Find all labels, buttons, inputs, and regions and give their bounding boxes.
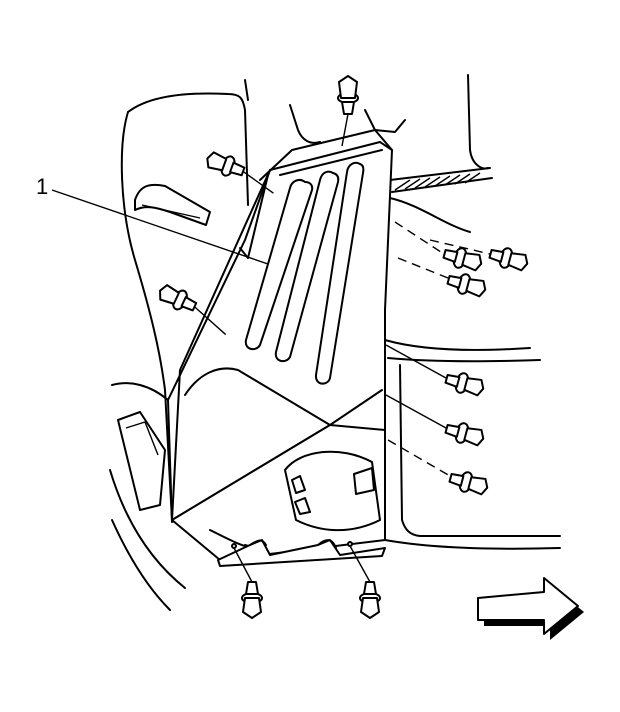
push-pin-retainer-icon <box>446 273 487 298</box>
retainer-clips <box>159 75 529 619</box>
push-pin-retainer-icon <box>159 284 227 336</box>
push-pin-retainer-icon <box>206 151 274 194</box>
push-pin-retainer-icon <box>488 247 529 272</box>
push-pin-retainer-icon <box>442 247 483 272</box>
callout-1-label: 1 <box>36 174 48 199</box>
push-pin-retainer-icon <box>231 543 263 619</box>
push-pin-retainer-icon <box>347 541 381 619</box>
panel-ribs <box>244 161 365 385</box>
vehicle-body-outline <box>109 74 561 611</box>
push-pin-retainer-icon <box>444 372 485 397</box>
direction-arrow-icon <box>477 577 584 640</box>
push-pin-retainer-icon <box>444 422 485 447</box>
push-pin-retainer-icon <box>337 75 359 147</box>
panel-base <box>171 424 386 567</box>
sill-ribs <box>394 172 481 191</box>
push-pin-retainer-icon <box>448 471 489 496</box>
callout-1: 1 <box>36 174 269 265</box>
